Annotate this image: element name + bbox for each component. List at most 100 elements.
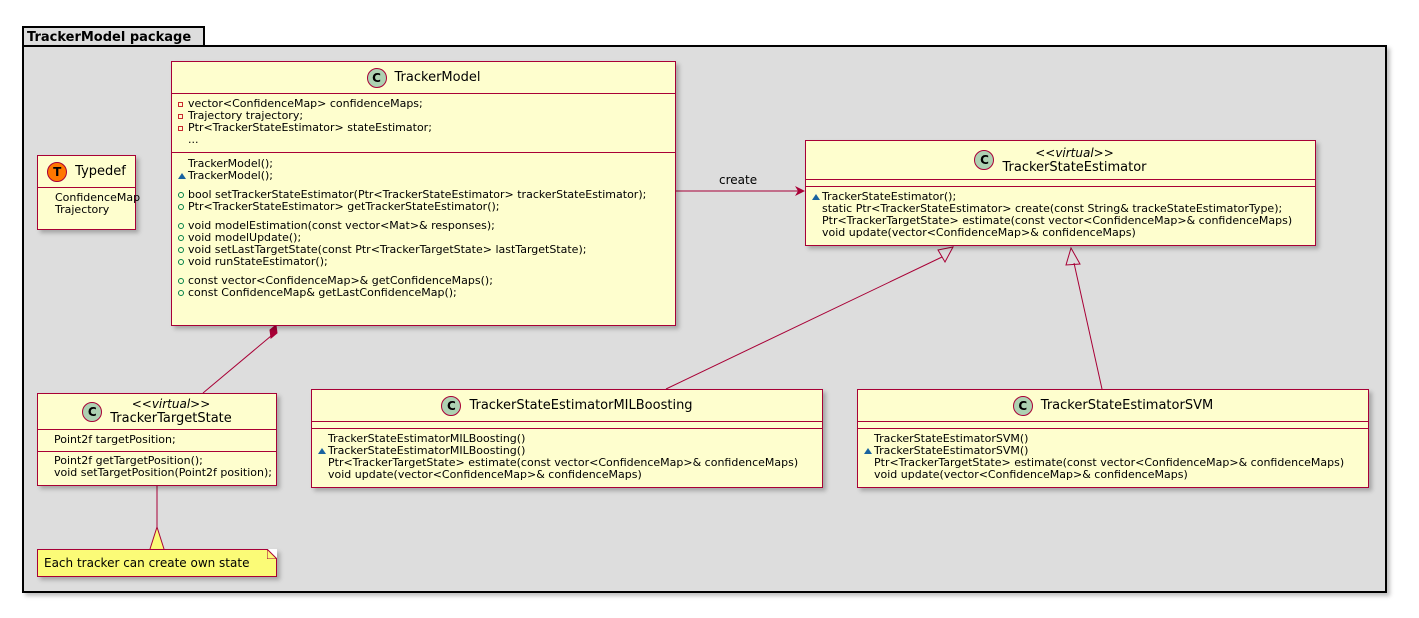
- methods-section: TrackerStateEstimatorSVM()TrackerStateEs…: [858, 428, 1368, 484]
- package-visibility-icon: [318, 448, 328, 454]
- inheritance-triangle-mil: [937, 246, 954, 264]
- class-spot-icon: C: [974, 150, 995, 170]
- class-header: C TrackerStateEstimatorSVM: [858, 390, 1368, 422]
- member-text: Point2f targetPosition;: [54, 433, 176, 446]
- fields-section: Point2f targetPosition;: [38, 430, 276, 451]
- member-row: ...: [178, 134, 671, 146]
- member-text: TrackerModel();: [188, 169, 273, 182]
- composition-line: [202, 335, 272, 394]
- member-text: TrackerStateEstimatorSVM(): [874, 432, 1029, 445]
- member-text: static Ptr<TrackerStateEstimator> create…: [822, 202, 1283, 215]
- class-svm[interactable]: C TrackerStateEstimatorSVM TrackerStateE…: [857, 389, 1369, 488]
- member-row: Point2f getTargetPosition();: [44, 455, 272, 467]
- member-text: Ptr<TrackerTargetState> estimate(const v…: [822, 214, 1293, 227]
- member-text: Trajectory: [55, 203, 110, 216]
- inheritance-line-mil: [665, 256, 943, 390]
- class-header: C TrackerModel: [172, 62, 675, 94]
- class-tracker-state-estimator[interactable]: C <<virtual>> TrackerStateEstimator Trac…: [805, 140, 1316, 246]
- member-text: TrackerStateEstimatorSVM(): [874, 444, 1029, 457]
- composition-diamond: [269, 324, 278, 339]
- member-row: TrackerStateEstimatorMILBoosting(): [318, 445, 818, 457]
- class-header: C TrackerStateEstimatorMILBoosting: [312, 390, 822, 422]
- class-header: C <<virtual>> TrackerTargetState: [38, 394, 276, 430]
- member-row: bool setTrackerStateEstimator(Ptr<Tracke…: [178, 189, 671, 201]
- class-spot-icon: C: [1012, 395, 1033, 416]
- public-visibility-icon: [178, 204, 188, 210]
- member-text: void update(vector<ConfidenceMap>& confi…: [874, 468, 1188, 481]
- member-row: void update(vector<ConfidenceMap>& confi…: [318, 469, 818, 481]
- inheritance-line-svm: [1073, 262, 1103, 390]
- class-spot-icon: C: [82, 401, 103, 422]
- package-tab: TrackerModel package: [22, 26, 205, 46]
- member-row: void update(vector<ConfidenceMap>& confi…: [864, 469, 1364, 481]
- member-text: Ptr<TrackerStateEstimator> getTrackerSta…: [188, 200, 500, 213]
- class-name: TrackerStateEstimatorMILBoosting: [469, 398, 693, 413]
- public-visibility-icon: [178, 235, 188, 241]
- class-tracker-target-state[interactable]: C <<virtual>> TrackerTargetState Point2f…: [37, 393, 277, 486]
- class-name: Typedef: [75, 164, 126, 179]
- member-text: void update(vector<ConfidenceMap>& confi…: [822, 226, 1136, 239]
- member-row: Ptr<TrackerTargetState> estimate(const v…: [318, 457, 818, 469]
- class-name: TrackerStateEstimatorSVM: [1040, 398, 1214, 413]
- member-text: Ptr<TrackerStateEstimator> stateEstimato…: [188, 121, 432, 134]
- member-row: void modelUpdate();: [178, 232, 671, 244]
- member-row: Ptr<TrackerStateEstimator> getTrackerSta…: [178, 201, 671, 213]
- methods-section: TrackerModel();TrackerModel(); bool setTr…: [172, 152, 675, 302]
- member-text: Ptr<TrackerTargetState> estimate(const v…: [874, 456, 1345, 469]
- member-row: Ptr<TrackerTargetState> estimate(const v…: [812, 215, 1311, 227]
- public-visibility-icon: [178, 247, 188, 253]
- member-text: ConfidenceMap: [55, 191, 141, 204]
- member-text: const vector<ConfidenceMap>& getConfiden…: [188, 274, 493, 287]
- member-row: static Ptr<TrackerStateEstimator> create…: [812, 203, 1311, 215]
- member-row: Ptr<TrackerTargetState> estimate(const v…: [864, 457, 1364, 469]
- member-row: void setTargetPosition(Point2f position)…: [44, 467, 272, 479]
- member-text: TrackerStateEstimatorMILBoosting(): [328, 444, 526, 457]
- member-text: void setTargetPosition(Point2f position)…: [54, 466, 272, 479]
- member-row: Ptr<TrackerStateEstimator> stateEstimato…: [178, 122, 671, 134]
- member-text: ...: [188, 133, 199, 146]
- member-text: void setLastTargetState(const Ptr<Tracke…: [188, 243, 587, 256]
- member-row: void setLastTargetState(const Ptr<Tracke…: [178, 244, 671, 256]
- public-visibility-icon: [178, 278, 188, 284]
- note-fold-corner: [267, 549, 277, 559]
- member-row: TrackerModel();: [178, 170, 671, 182]
- member-text: TrackerModel();: [188, 157, 273, 170]
- member-text: TrackerStateEstimatorMILBoosting(): [328, 432, 526, 445]
- member-row: void modelEstimation(const vector<Mat>& …: [178, 220, 671, 232]
- class-name: TrackerStateEstimator: [1002, 159, 1147, 175]
- private-visibility-icon: [178, 125, 188, 131]
- member-row: vector<ConfidenceMap> confidenceMaps;: [178, 98, 671, 110]
- member-text: Point2f getTargetPosition();: [54, 454, 203, 467]
- class-name: TrackerTargetState: [110, 411, 232, 426]
- package-visibility-icon: [178, 173, 188, 179]
- member-text: TrackerStateEstimator();: [822, 190, 957, 203]
- member-row: TrackerModel();: [178, 158, 671, 170]
- note-link-foot: [149, 525, 165, 550]
- member-row: const ConfidenceMap& getLastConfidenceMa…: [178, 287, 671, 299]
- public-visibility-icon: [178, 223, 188, 229]
- public-visibility-icon: [178, 290, 188, 296]
- member-row: void runStateEstimator();: [178, 256, 671, 268]
- class-header: T Typedef: [38, 156, 135, 188]
- class-tracker-model[interactable]: C TrackerModel vector<ConfidenceMap> con…: [171, 61, 676, 326]
- create-label: create: [719, 173, 758, 187]
- member-row: Trajectory: [45, 204, 131, 216]
- member-row: const vector<ConfidenceMap>& getConfiden…: [178, 275, 671, 287]
- class-spot-icon: C: [441, 395, 462, 416]
- member-row: Trajectory trajectory;: [178, 110, 671, 122]
- class-mil-boosting[interactable]: C TrackerStateEstimatorMILBoosting Track…: [311, 389, 823, 488]
- package-title: TrackerModel package: [27, 30, 192, 45]
- class-header: C <<virtual>> TrackerStateEstimator: [806, 141, 1315, 180]
- class-spot-icon: C: [366, 67, 387, 88]
- class-name: TrackerModel: [394, 70, 481, 85]
- member-text: void modelEstimation(const vector<Mat>& …: [188, 219, 495, 232]
- type-spot-icon: T: [47, 161, 68, 182]
- private-visibility-icon: [178, 101, 188, 107]
- member-text: vector<ConfidenceMap> confidenceMaps;: [188, 97, 423, 110]
- note: Each tracker can create own state: [37, 549, 277, 577]
- note-text: Each tracker can create own state: [44, 556, 250, 570]
- member-text: const ConfidenceMap& getLastConfidenceMa…: [188, 286, 457, 299]
